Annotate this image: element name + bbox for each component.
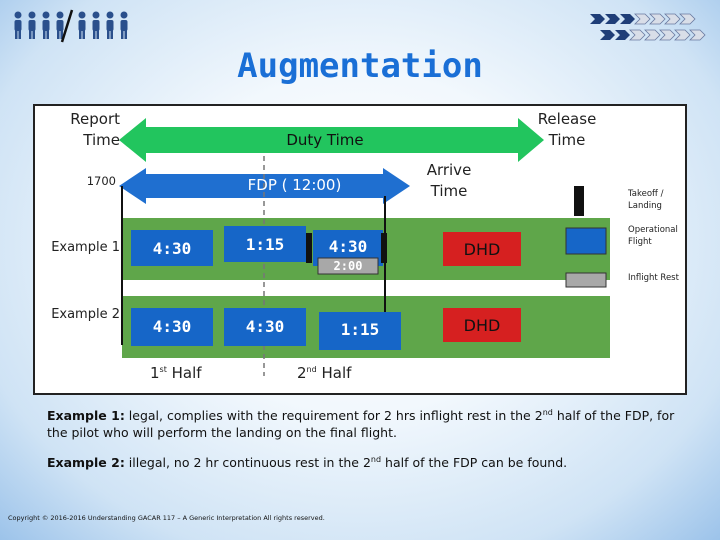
ex2-seg1-bar bbox=[131, 308, 213, 346]
ex1-takeoff-mark-2 bbox=[381, 233, 387, 263]
legend-takeoff-swatch bbox=[574, 186, 584, 216]
release-time-label: Release Time bbox=[537, 110, 597, 149]
example1-caption-text-a: legal, complies with the requirement for… bbox=[124, 408, 543, 424]
ex2-dhd-text: DHD bbox=[463, 316, 501, 335]
legend-operational-swatch bbox=[565, 227, 607, 255]
ex1-seg3-text: 4:30 bbox=[328, 237, 368, 256]
example2-caption: Example 2: illegal, no 2 hr continuous r… bbox=[47, 455, 687, 470]
fdp-start-label: 1700 bbox=[86, 174, 116, 188]
ex2-dhd-bar bbox=[443, 308, 521, 342]
duty-time-arrow bbox=[119, 118, 544, 162]
example1-caption-sup: nd bbox=[542, 408, 553, 417]
ex1-seg1-text: 4:30 bbox=[152, 239, 192, 258]
example1-caption-text-b: half of the FDP, for the pilot who will … bbox=[47, 408, 675, 441]
example2-label: Example 2 bbox=[51, 307, 120, 322]
example2-caption-text-a: illegal, no 2 hr continuous rest in the … bbox=[124, 455, 371, 471]
ex1-rest-text: 2:00 bbox=[333, 259, 363, 273]
ex2-seg3-text: 1:15 bbox=[340, 320, 380, 339]
ex2-seg1-text: 4:30 bbox=[152, 317, 192, 336]
first-half-label: 1st Half bbox=[150, 364, 202, 382]
example1-label: Example 1 bbox=[51, 240, 120, 255]
copyright-text: Copyright © 2016-2016 Understanding GACA… bbox=[8, 514, 325, 522]
fdp-label: FDP ( 12:00) bbox=[247, 176, 342, 194]
example2-caption-text-b: half of the FDP can be found. bbox=[381, 455, 568, 471]
first-half-text: 1st Half bbox=[150, 364, 202, 382]
second-half-text: 2nd Half bbox=[297, 364, 352, 382]
example1-caption-label: Example 1: bbox=[47, 408, 125, 424]
example2-caption-sup: nd bbox=[370, 455, 382, 464]
ex1-seg2-bar bbox=[224, 226, 306, 262]
duty-time-label: Duty Time bbox=[286, 131, 364, 149]
ex2-seg2-text: 4:30 bbox=[245, 317, 285, 336]
people-logo-icon bbox=[14, 9, 128, 43]
legend-rest-label: Inflight Rest bbox=[628, 273, 679, 283]
ex2-seg2-bar bbox=[224, 308, 306, 346]
legend-takeoff-label: Takeoff / Landing bbox=[628, 189, 664, 211]
second-half-label: 2nd Half bbox=[297, 364, 351, 382]
ex1-seg1-bar bbox=[131, 230, 213, 266]
ex1-takeoff-mark-1 bbox=[306, 233, 312, 263]
ex1-seg2-text: 1:15 bbox=[245, 235, 285, 254]
ex1-dhd-bar bbox=[443, 232, 521, 266]
ex1-rest-bar bbox=[317, 257, 379, 275]
page-title: Augmentation bbox=[237, 46, 483, 86]
ex1-dhd-text: DHD bbox=[463, 240, 501, 259]
example1-caption: Example 1: legal, complies with the requ… bbox=[47, 404, 687, 441]
arrive-time-label: Arrive Time bbox=[426, 161, 472, 200]
report-time-label: Report Time bbox=[70, 110, 120, 149]
chevron-arrows-logo-icon bbox=[590, 13, 706, 41]
legend-operational-label: Operational Flight bbox=[628, 225, 678, 247]
ex2-seg3-bar bbox=[319, 312, 401, 350]
example2-caption-label: Example 2: bbox=[47, 455, 125, 471]
legend-rest-swatch bbox=[565, 272, 607, 288]
